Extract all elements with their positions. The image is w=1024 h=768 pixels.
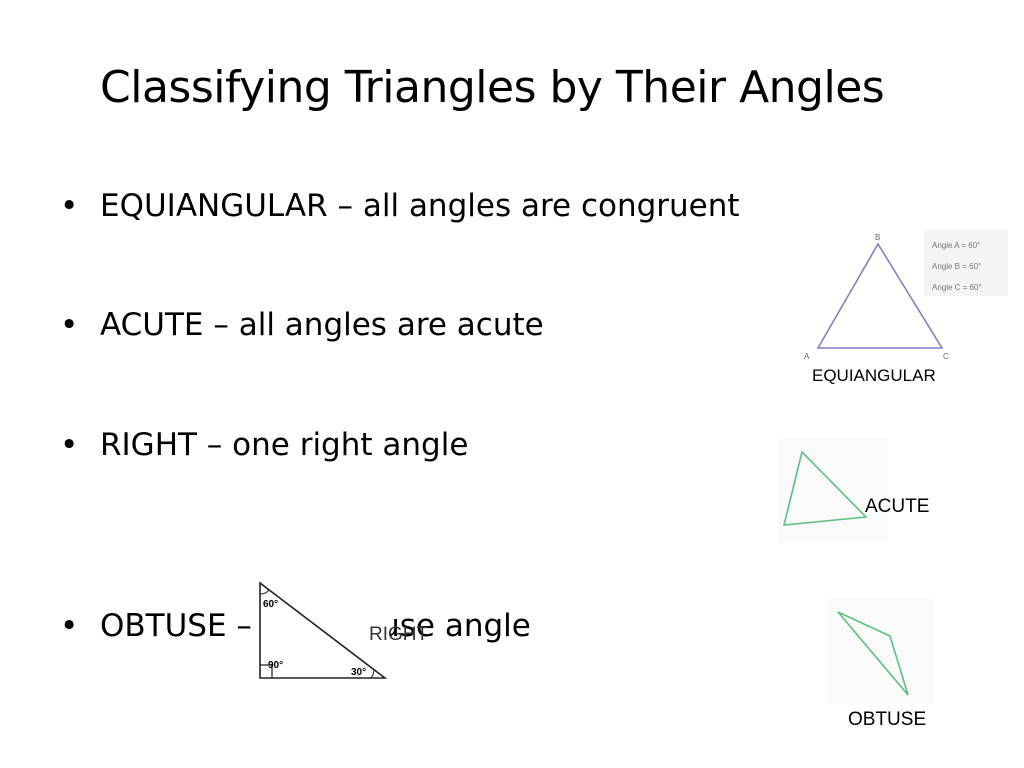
angle-label-30: 30° — [351, 667, 366, 678]
obtuse-figure — [828, 598, 934, 704]
bullet-text: RIGHT – one right angle — [100, 427, 469, 463]
acute-figure — [778, 438, 888, 542]
angle-note-b: Angle B = 60° — [932, 262, 981, 271]
vertex-label-b: B — [875, 233, 880, 242]
right-triangle-diagram: 60° 90° 30° — [259, 581, 388, 679]
bullet-symbol: • — [60, 608, 79, 644]
bullet-symbol: • — [60, 188, 79, 224]
bullet-symbol: • — [60, 427, 79, 463]
right-triangle-shape — [259, 581, 388, 679]
bullet-text: EQUIANGULAR – all angles are congruent — [100, 188, 740, 224]
equiangular-triangle-shape — [816, 242, 944, 349]
angle-arc-top — [259, 589, 270, 595]
bullet-symbol: • — [60, 307, 79, 343]
obtuse-caption: OBTUSE — [848, 709, 927, 730]
angle-label-60: 60° — [263, 599, 278, 610]
bullet-acute: • ACUTE – all angles are acute — [60, 307, 544, 344]
slide-title: Classifying Triangles by Their Angles — [100, 62, 885, 113]
equiangular-figure: B A C Angle A = 60° Angle B = 60° Angle … — [800, 228, 1010, 368]
right-caption: RIGHT — [369, 624, 429, 645]
vertex-label-a: A — [804, 352, 810, 361]
angle-note-a: Angle A = 60° — [932, 241, 980, 250]
right-angle-marker — [260, 664, 273, 678]
acute-caption: ACUTE — [865, 496, 930, 517]
bullet-text: ACUTE – all angles are acute — [100, 307, 544, 343]
bullet-right: • RIGHT – one right angle — [60, 427, 468, 464]
angle-label-90: 90° — [268, 660, 283, 671]
acute-triangle-shape — [782, 450, 868, 526]
angle-note-c: Angle C = 60° — [932, 283, 982, 292]
obtuse-diagram — [837, 611, 909, 696]
acute-diagram — [782, 450, 868, 526]
angle-notes-box — [924, 230, 1008, 296]
bullet-equiangular: • EQUIANGULAR – all angles are congruent — [60, 188, 740, 225]
equiangular-diagram: B A C Angle A = 60° Angle B = 60° Angle … — [804, 230, 1008, 361]
vertex-label-c: C — [943, 352, 949, 361]
angle-arc-bottom-right — [370, 668, 375, 679]
right-triangle-figure: 60° 90° 30° — [255, 580, 390, 683]
obtuse-triangle-shape — [837, 611, 909, 696]
equiangular-caption: EQUIANGULAR — [812, 366, 936, 385]
